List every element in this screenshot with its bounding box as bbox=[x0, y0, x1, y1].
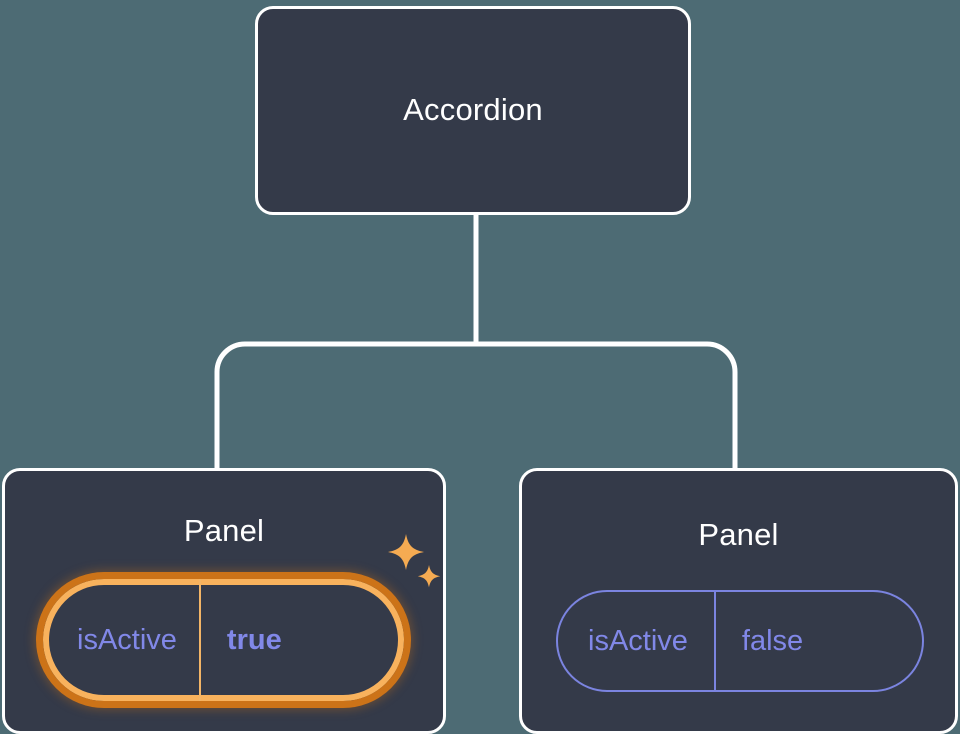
prop-name: isActive bbox=[588, 624, 688, 657]
prop-pill-isactive-true[interactable]: isActive true bbox=[36, 572, 411, 708]
prop-pill-body: isActive false bbox=[556, 590, 924, 692]
node-panel-0-title: Panel bbox=[183, 513, 265, 548]
prop-name: isActive bbox=[77, 623, 177, 656]
prop-value: true bbox=[198, 579, 316, 701]
prop-pill-isactive-false[interactable]: isActive false bbox=[556, 590, 924, 692]
node-panel-1-title: Panel bbox=[698, 517, 779, 552]
connector-branch-right bbox=[476, 341, 738, 470]
node-accordion-title: Accordion bbox=[403, 92, 543, 128]
connector-branch-left bbox=[214, 341, 476, 470]
node-accordion[interactable]: Accordion bbox=[255, 6, 691, 215]
prop-value: false bbox=[713, 592, 833, 690]
prop-pill-body: isActive true bbox=[36, 572, 411, 708]
